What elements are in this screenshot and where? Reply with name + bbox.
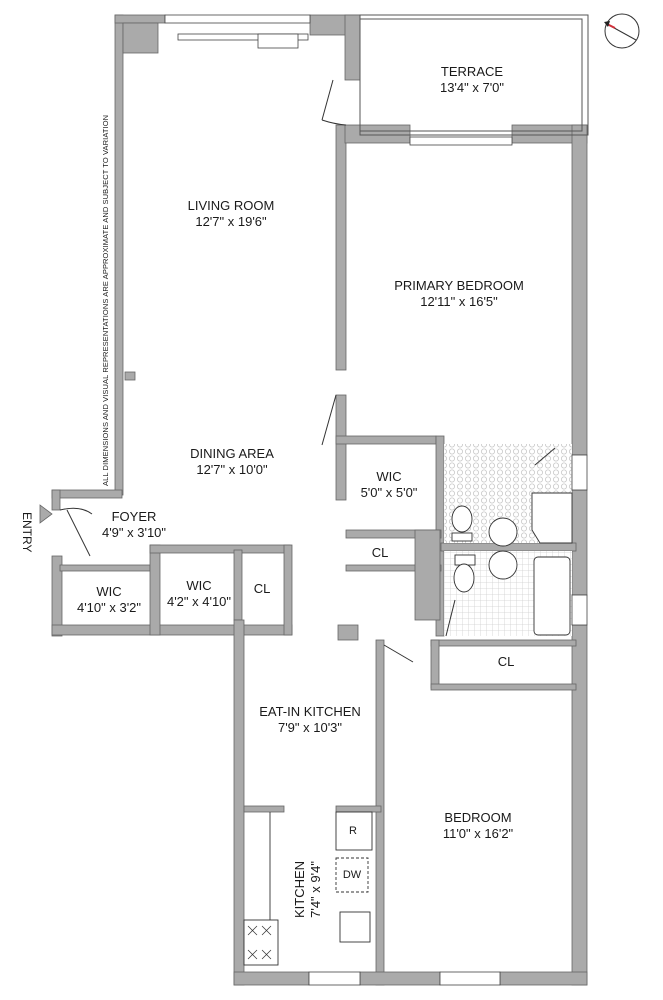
room-name: BEDROOM: [444, 810, 512, 825]
room-name: DINING AREA: [190, 446, 274, 461]
shower: [531, 492, 573, 544]
wall-living-north-left: [114, 14, 166, 24]
room-wic-foyer: WIC 4'10" x 3'2": [77, 584, 141, 616]
room-wic-hall: WIC 4'2" x 4'10": [167, 578, 231, 610]
room-cl-primary: CL: [372, 545, 389, 561]
kitchen-sink: [339, 911, 371, 943]
wall-primary-east: [571, 124, 588, 456]
room-name: FOYER: [111, 509, 157, 524]
room-name: CL: [497, 654, 515, 669]
toilet-hall: [453, 563, 475, 593]
room-name: WIC: [186, 578, 212, 593]
sink-hall: [488, 550, 518, 580]
disclaimer-text: ALL DIMENSIONS AND VISUAL REPRESENTATION…: [101, 114, 110, 486]
room-dims: 4'2" x 4'10": [166, 594, 232, 609]
room-name: PRIMARY BEDROOM: [394, 278, 524, 293]
room-name: EAT-IN KITCHEN: [259, 704, 361, 719]
refrigerator-label: R: [349, 825, 357, 837]
room-wic-primary: WIC 5'0" x 5'0": [361, 469, 418, 501]
room-name: LIVING ROOM: [187, 198, 275, 213]
toilet-primary: [451, 505, 473, 533]
room-dims: 5'0" x 5'0": [360, 485, 418, 500]
wall-living-east: [335, 124, 347, 371]
dishwasher: [335, 857, 369, 893]
wall-kitchen-west: [233, 619, 245, 986]
bathtub: [533, 556, 571, 636]
room-dims: 13'4" x 7'0": [439, 80, 505, 95]
room-cl-hall: CL: [254, 581, 271, 597]
wall-kitchen-east: [375, 639, 385, 986]
room-name: TERRACE: [440, 64, 504, 79]
room-living-room: LIVING ROOM 12'7" x 19'6": [188, 198, 275, 230]
dishwasher-label: DW: [342, 869, 362, 881]
wall-living-west: [114, 14, 124, 496]
room-name: WIC: [376, 469, 402, 484]
room-dims: 12'7" x 19'6": [195, 214, 267, 229]
room-name: CL: [253, 581, 271, 596]
room-name: WIC: [96, 584, 122, 599]
room-foyer: FOYER 4'9" x 3'10": [102, 509, 166, 541]
room-dims: 4'9" x 3'10": [101, 525, 167, 540]
room-kitchen: KITCHEN 7'4" x 9'4": [292, 861, 324, 918]
room-dims: 7'4" x 9'4": [308, 861, 323, 918]
room-name: KITCHEN: [292, 860, 307, 918]
refrigerator: [335, 811, 373, 851]
room-dims: 11'0" x 16'2": [442, 826, 514, 841]
sink-primary: [488, 517, 518, 547]
room-terrace: TERRACE 13'4" x 7'0": [440, 64, 504, 96]
wall-living-east-top: [344, 14, 361, 81]
compass-icon: [604, 13, 640, 49]
entry-arrow-icon: [39, 504, 53, 524]
room-dims: 12'7" x 10'0": [196, 462, 268, 477]
room-name: CL: [371, 545, 389, 560]
room-eat-in-kitchen: EAT-IN KITCHEN 7'9" x 10'3": [259, 704, 361, 736]
room-bedroom: BEDROOM 11'0" x 16'2": [443, 810, 513, 842]
room-primary-bedroom: PRIMARY BEDROOM 12'11" x 16'5": [394, 278, 524, 310]
room-cl-bedroom: CL: [498, 654, 515, 670]
room-dining-area: DINING AREA 12'7" x 10'0": [190, 446, 274, 478]
room-dims: 4'10" x 3'2": [76, 600, 142, 615]
room-dims: 7'9" x 10'3": [277, 720, 343, 735]
entry-label: ENTRY: [20, 512, 34, 553]
room-dims: 12'11" x 16'5": [420, 294, 498, 309]
